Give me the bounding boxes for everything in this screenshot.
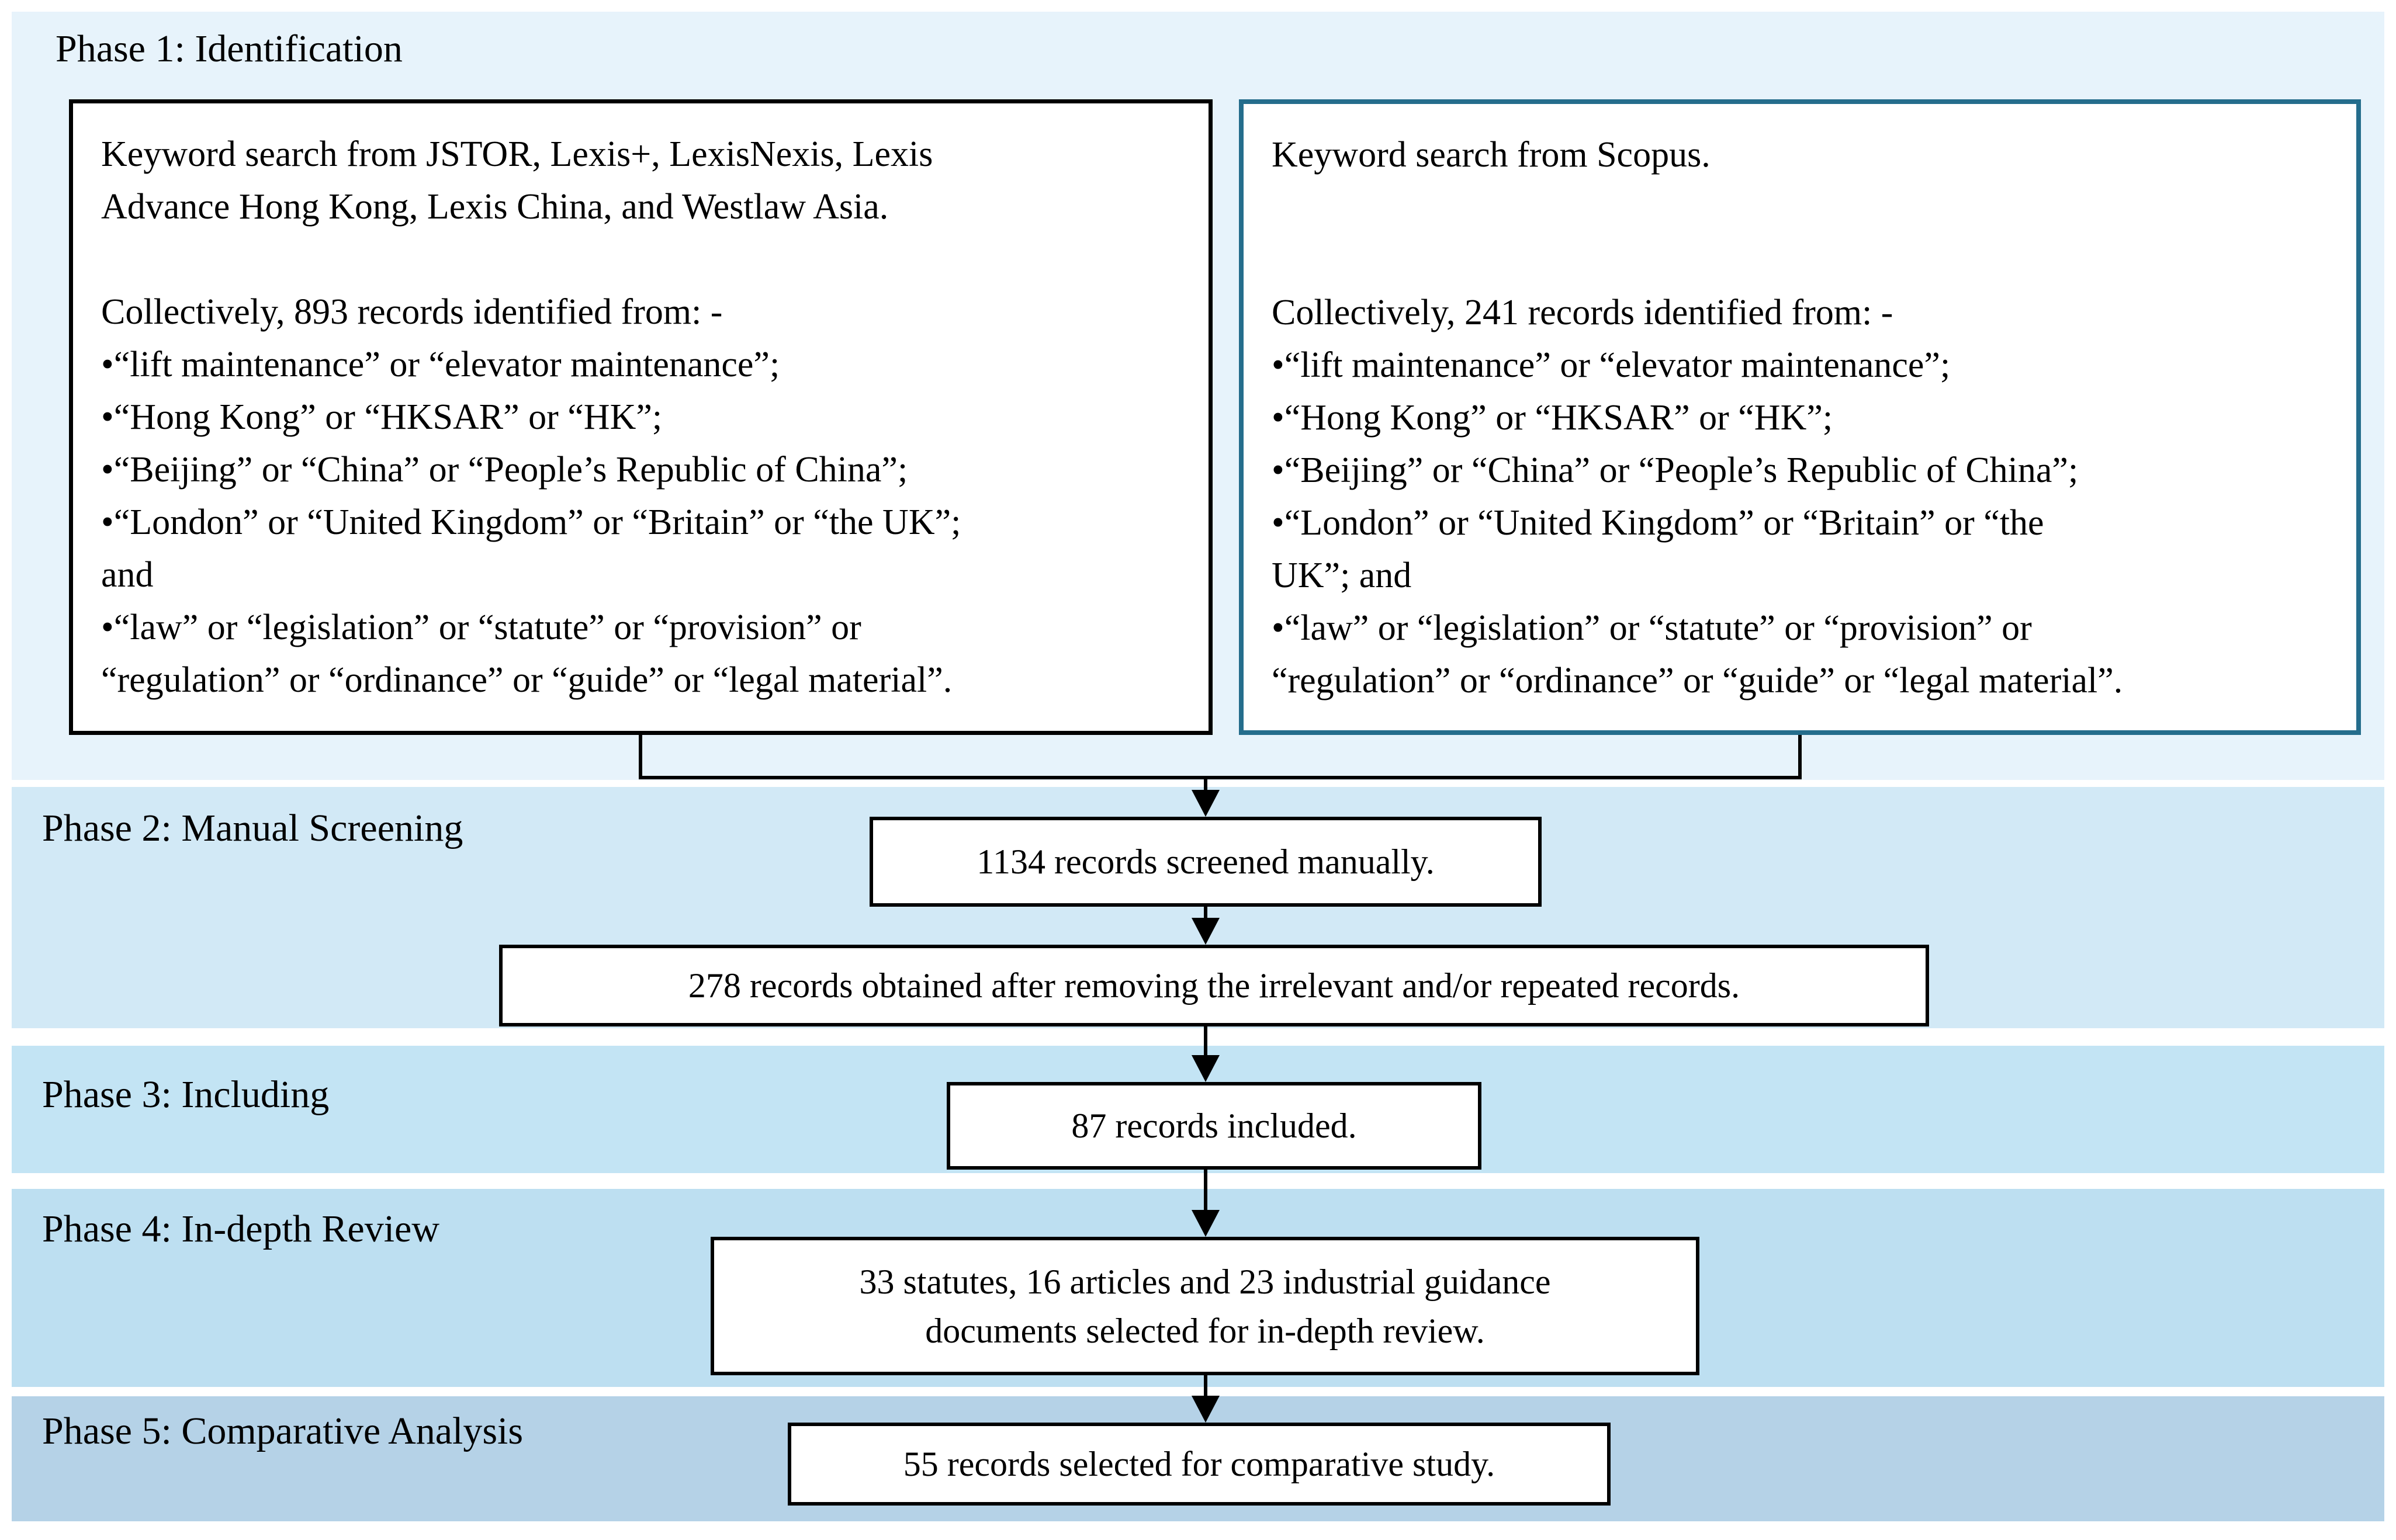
indepth-text-line: 33 statutes, 16 articles and 23 industri…	[859, 1262, 1551, 1301]
phase5-label: Phase 5: Comparative Analysis	[42, 1410, 524, 1452]
comparative-box: 55 records selected for comparative stud…	[788, 1423, 1611, 1506]
indepth-box: 33 statutes, 16 articles and 23 industri…	[711, 1237, 1699, 1375]
connector-horizontal-line	[639, 776, 1802, 779]
search-text-line: and	[101, 555, 154, 595]
search-text-line: Collectively, 893 records identified fro…	[101, 292, 723, 332]
search-text-line: •“lift maintenance” or “elevator mainten…	[1272, 345, 1951, 385]
search-text-line: Collectively, 241 records identified fro…	[1272, 293, 1893, 332]
scopus-search-box: Keyword search from Scopus. Collectively…	[1239, 99, 2361, 735]
search-text-line: •“Beijing” or “China” or “People’s Repub…	[1272, 450, 2079, 490]
comparative-text: 55 records selected for comparative stud…	[903, 1445, 1495, 1483]
search-text-line: “regulation” or “ordinance” or “guide” o…	[101, 660, 953, 700]
phase2-label: Phase 2: Manual Screening	[42, 807, 463, 849]
screened-box: 1134 records screened manually.	[870, 817, 1542, 907]
search-text-line	[101, 233, 1180, 286]
search-text-line: •“Hong Kong” or “HKSAR” or “HK”;	[101, 397, 663, 437]
search-text-line: Keyword search from Scopus.	[1272, 135, 1711, 175]
search-text-line: •“London” or “United Kingdom” or “Britai…	[1272, 503, 2044, 543]
screened-text: 1134 records screened manually.	[977, 842, 1435, 881]
connector-right-stub	[1798, 735, 1802, 779]
phase1-label: Phase 1: Identification	[56, 27, 403, 70]
indepth-text-line: documents selected for in-depth review.	[925, 1311, 1485, 1350]
search-text-line: Keyword search from JSTOR, Lexis+, Lexis…	[101, 134, 933, 174]
database-search-box: Keyword search from JSTOR, Lexis+, Lexis…	[69, 99, 1213, 735]
search-text-line: •“London” or “United Kingdom” or “Britai…	[101, 502, 961, 542]
search-text-line	[1272, 181, 2328, 234]
search-text-line: •“law” or “legislation” or “statute” or …	[101, 608, 861, 647]
phase3-label: Phase 3: Including	[42, 1073, 330, 1116]
search-text-line: •“Beijing” or “China” or “People’s Repub…	[101, 450, 908, 490]
search-text-line: •“Hong Kong” or “HKSAR” or “HK”;	[1272, 398, 1833, 438]
obtained-box: 278 records obtained after removing the …	[499, 945, 1929, 1026]
obtained-text: 278 records obtained after removing the …	[688, 966, 1740, 1005]
included-text: 87 records included.	[1071, 1107, 1357, 1145]
phase4-label: Phase 4: In-depth Review	[42, 1208, 440, 1250]
search-text-line	[1272, 234, 2328, 286]
search-text-line: •“lift maintenance” or “elevator mainten…	[101, 345, 780, 384]
search-text-line: Advance Hong Kong, Lexis China, and West…	[101, 187, 889, 227]
search-text-line: •“law” or “legislation” or “statute” or …	[1272, 608, 2032, 648]
search-text-line: “regulation” or “ordinance” or “guide” o…	[1272, 661, 2123, 700]
connector-left-stub	[639, 735, 642, 779]
included-box: 87 records included.	[947, 1082, 1481, 1170]
search-text-line: UK”; and	[1272, 556, 1412, 595]
